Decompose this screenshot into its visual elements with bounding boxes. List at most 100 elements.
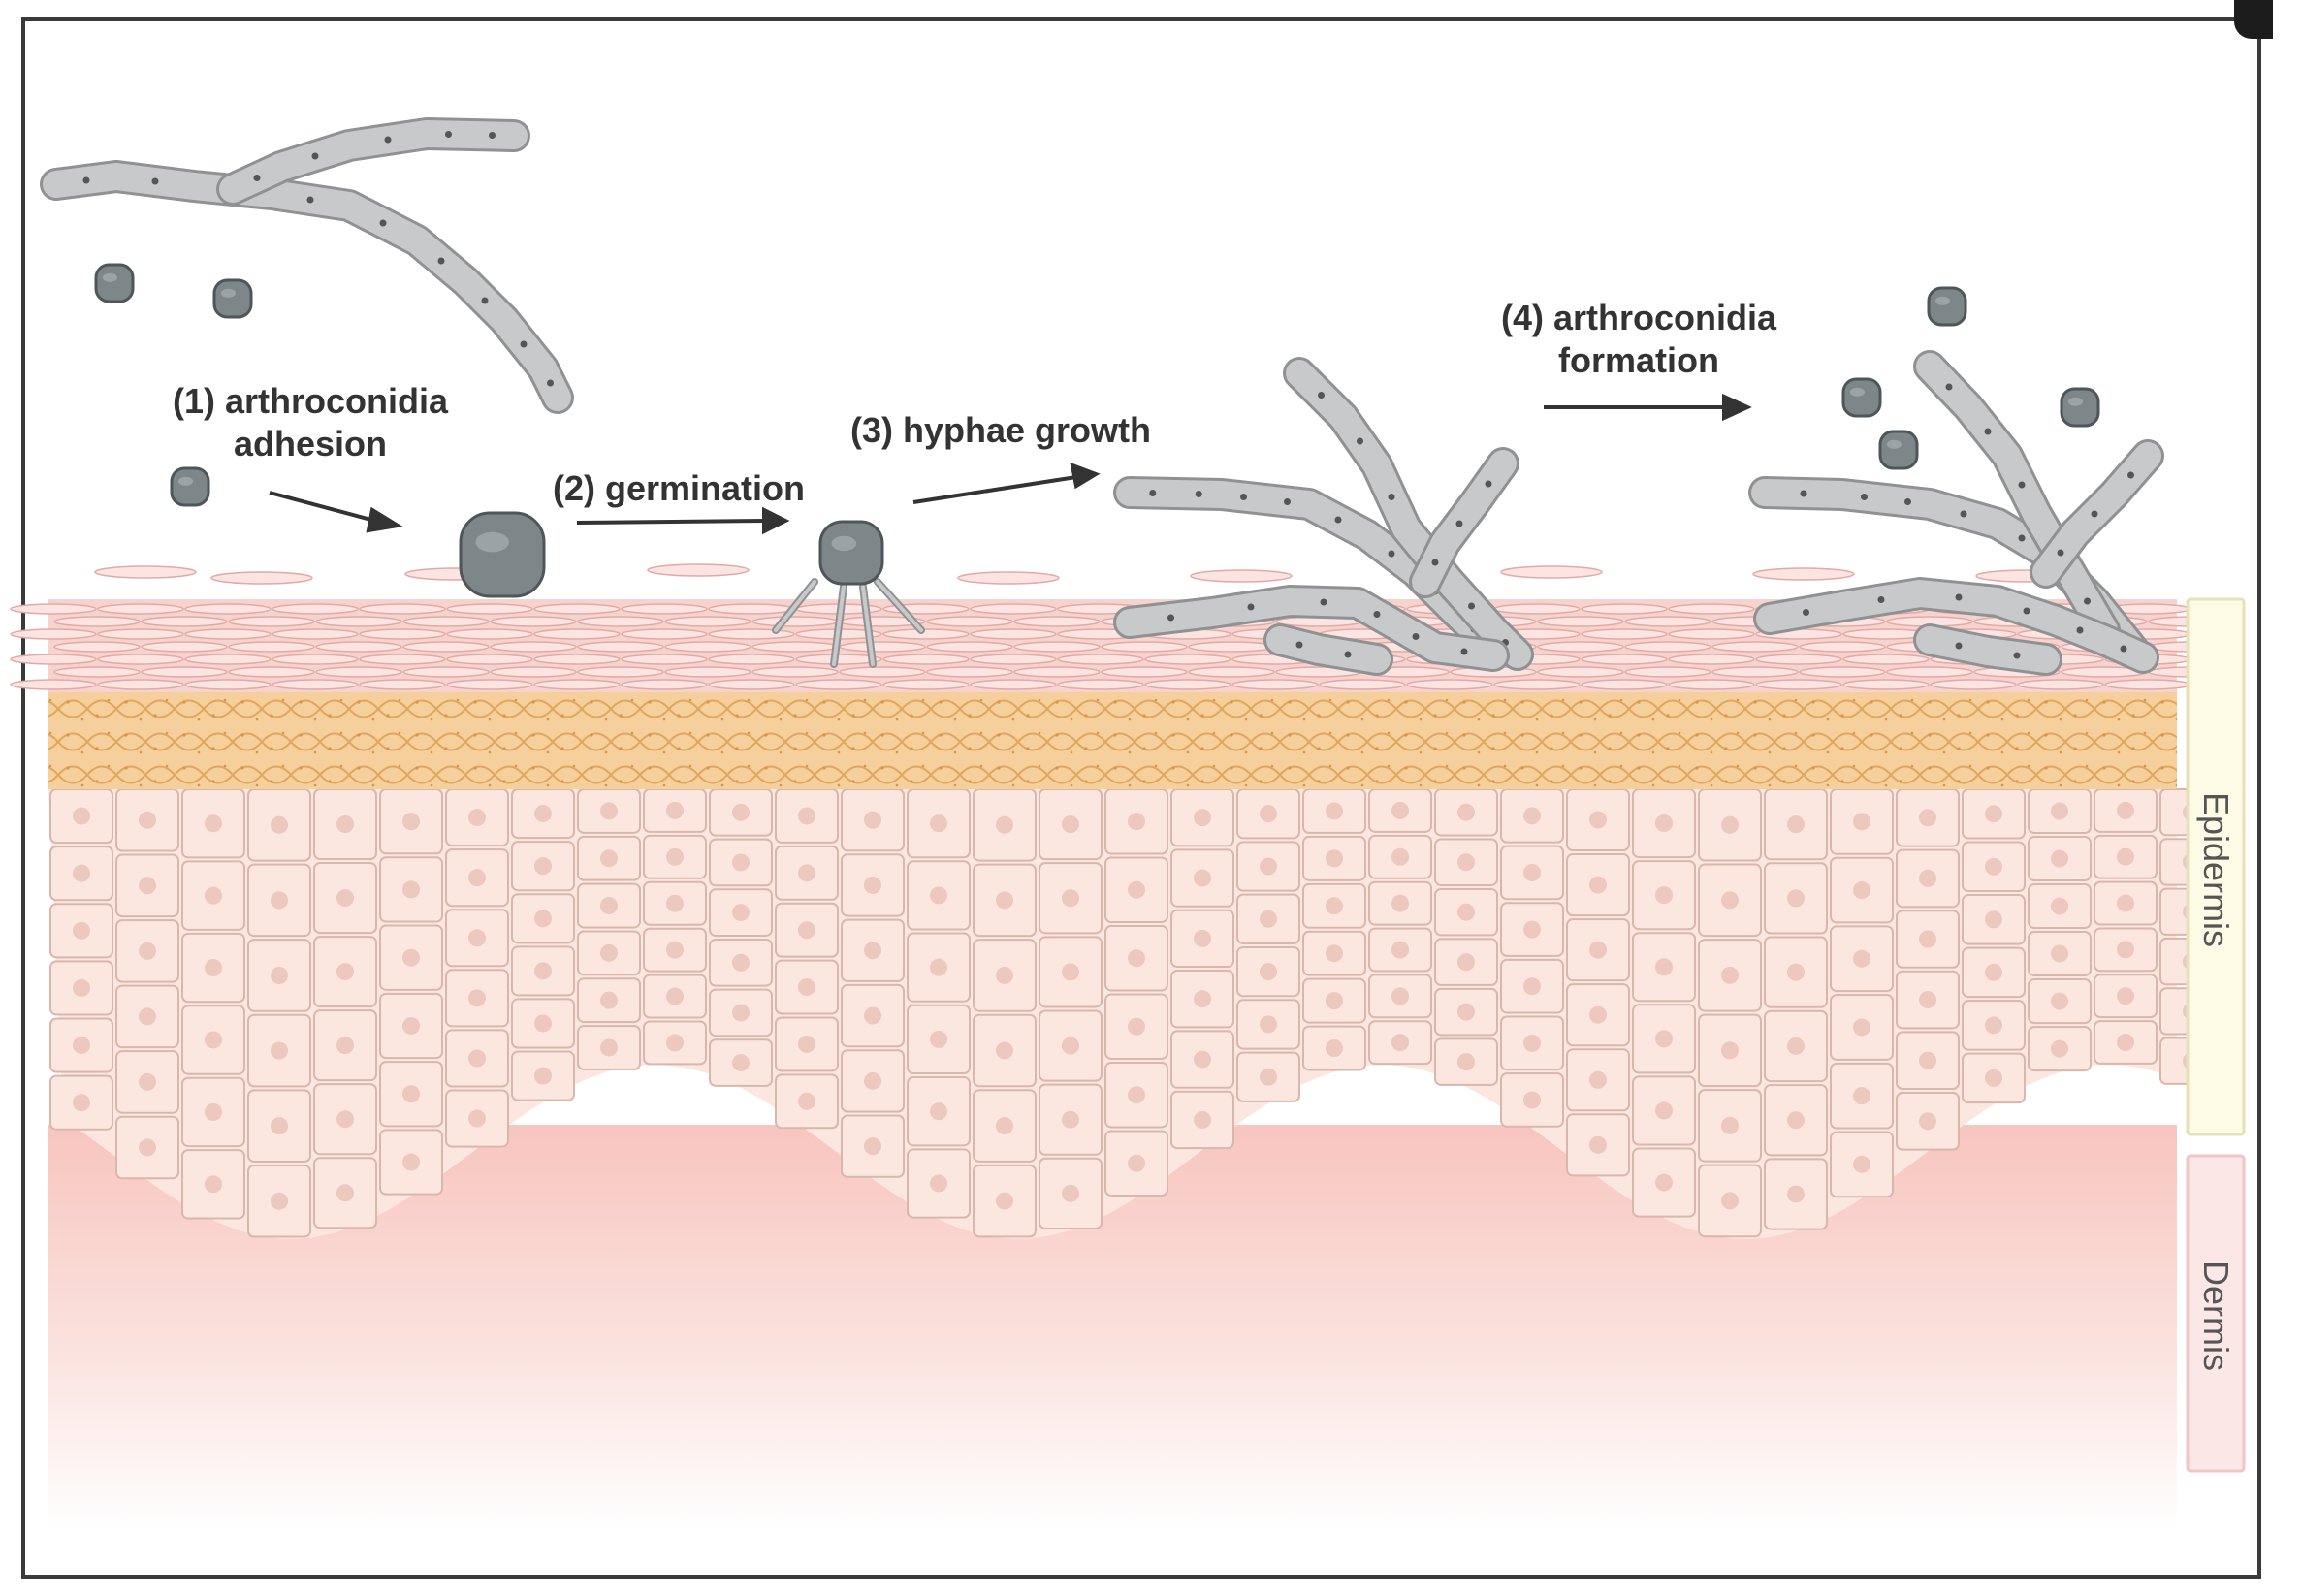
corneocyte [577, 616, 664, 627]
spore-adhering [459, 511, 546, 598]
cell-nucleus [1062, 1037, 1079, 1055]
hypha-septum-dot [1904, 498, 1911, 505]
arrow-step-3 [912, 475, 1077, 504]
corneocyte [1013, 616, 1101, 627]
cell-nucleus [1326, 849, 1343, 868]
spore-6-highlight [1886, 439, 1902, 449]
corneocyte [1537, 666, 1624, 678]
corneocyte [1537, 641, 1624, 653]
cell-nucleus [2117, 894, 2134, 912]
arrow-step-2-head [762, 506, 790, 535]
cell-nucleus [1853, 1155, 1870, 1173]
cell-nucleus [1260, 910, 1277, 928]
cell-nucleus [1589, 1005, 1607, 1024]
hypha-septum-dot [1412, 633, 1420, 640]
epidermis-cell-layer [48, 787, 2223, 1239]
spore-adhering-highlight [475, 531, 509, 553]
germ-tube-core [876, 580, 923, 632]
arrow-step-1 [269, 491, 379, 524]
hypha-top-left-b [219, 120, 528, 203]
spore-4 [1927, 286, 1967, 327]
corneocyte [2017, 679, 2104, 690]
corneocyte [1799, 666, 1886, 678]
cell-nucleus [1589, 941, 1607, 959]
corneocyte [141, 666, 228, 678]
hypha-septum-dot [1295, 641, 1303, 649]
corneocyte [882, 654, 970, 665]
corner-mark [2234, 0, 2273, 39]
spore-1 [94, 263, 135, 303]
cell-nucleus [336, 815, 354, 834]
cell-nucleus [2117, 941, 2134, 959]
corneocyte [1930, 679, 2017, 690]
spore-5-highlight [1849, 387, 1866, 397]
corneocyte [839, 666, 926, 678]
cell-nucleus [1721, 1041, 1739, 1060]
arrow-step-3-head [1070, 462, 1101, 490]
hypha-septum-dot [1320, 598, 1327, 606]
corneocyte [10, 679, 97, 690]
cell-nucleus [732, 853, 750, 872]
cell-nucleus [534, 962, 552, 980]
cell-nucleus [1523, 863, 1541, 881]
cell-nucleus [1655, 1030, 1673, 1048]
cell-nucleus [1523, 1091, 1541, 1109]
hypha-septum-dot [1877, 596, 1885, 603]
corneocyte [882, 628, 970, 640]
cell-nucleus [996, 1117, 1013, 1135]
cell-nucleus [1326, 897, 1343, 915]
corneocyte [1886, 666, 1973, 678]
corneocyte [795, 679, 882, 690]
cell-nucleus [534, 805, 552, 823]
cell-nucleus [1589, 1070, 1607, 1089]
corneocyte [1057, 654, 1144, 665]
cell-nucleus [1457, 953, 1475, 972]
cell-nucleus [468, 989, 486, 1007]
cell-nucleus [1062, 1184, 1079, 1202]
hypha-growth-d [1116, 588, 1507, 669]
cell-nucleus [1194, 929, 1211, 947]
cell-nucleus [996, 815, 1013, 834]
hypha-septum-dot [1388, 494, 1395, 500]
corneocyte [315, 641, 402, 653]
step-1-label: (1) arthroconidia adhesion [155, 380, 465, 465]
hypha-septum-dot [1195, 491, 1202, 497]
cell-nucleus [1655, 1173, 1673, 1192]
corneocyte [1319, 679, 1406, 690]
germ-tube-core [774, 580, 816, 632]
cell-nucleus [666, 894, 684, 912]
corneocyte [1581, 679, 1668, 690]
hypha-septum-dot [1984, 428, 1992, 435]
cell-nucleus [402, 1085, 420, 1103]
hypha-septum-dot [1334, 516, 1342, 524]
cell-nucleus [1062, 815, 1079, 834]
corneocyte [272, 603, 359, 615]
cell-nucleus [1589, 1135, 1607, 1154]
corneocyte [708, 603, 795, 615]
cell-nucleus [1260, 857, 1277, 876]
cell-nucleus [271, 966, 288, 984]
cell-nucleus [1985, 910, 2002, 929]
corneocyte [1624, 641, 1711, 653]
loose-flake [94, 565, 197, 579]
cell-nucleus [402, 1016, 420, 1035]
hypha-septum-dot [1455, 520, 1463, 527]
hypha-septum-dot [2091, 510, 2098, 518]
hypha-septum-dot [1431, 559, 1439, 566]
hypha-septum-dot [151, 177, 159, 185]
corneocyte [446, 628, 533, 640]
corneocyte [708, 654, 795, 665]
cell-nucleus [864, 876, 881, 894]
hypha-septum-dot [379, 219, 387, 227]
cell-nucleus [1457, 1003, 1475, 1021]
loose-flake [957, 571, 1060, 585]
cell-nucleus [402, 813, 420, 831]
cell-nucleus [402, 880, 420, 899]
cell-nucleus [336, 889, 354, 908]
cell-nucleus [468, 1109, 486, 1128]
corneocyte [1101, 666, 1188, 678]
hypha-septum-dot [1357, 437, 1363, 445]
cell-nucleus [1655, 814, 1673, 833]
hypha-septum-dot [445, 131, 452, 138]
corneocyte [97, 679, 184, 690]
